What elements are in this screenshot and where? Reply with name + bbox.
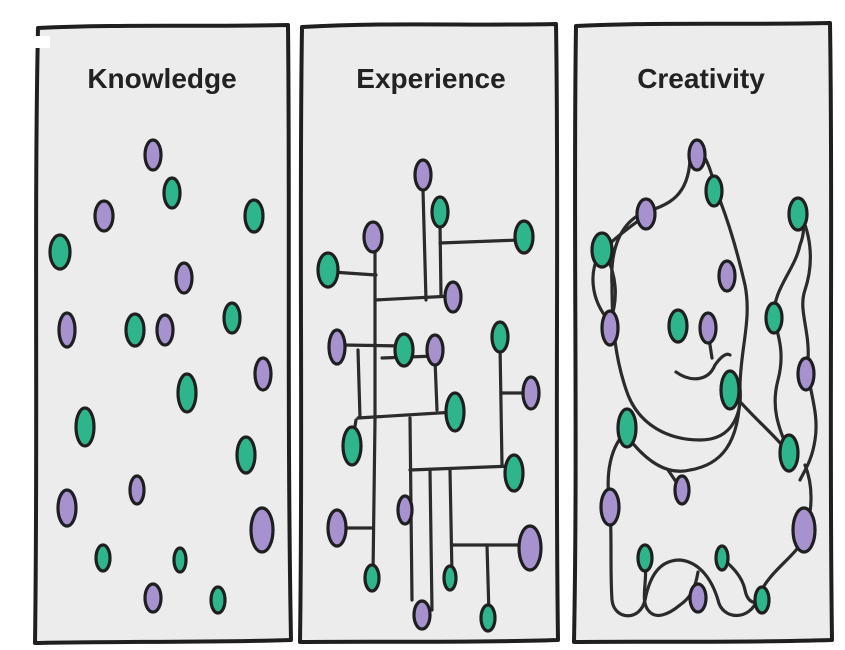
experience-wire [428, 468, 434, 612]
experience-node [442, 564, 458, 592]
knowledge-node [56, 488, 78, 528]
experience-title: Experience [356, 63, 505, 94]
creativity-node [787, 196, 809, 232]
experience-node [513, 219, 535, 255]
experience-wire [448, 468, 454, 577]
creativity-node [616, 407, 638, 449]
knowledge-panel: Knowledge [33, 23, 293, 645]
creativity-panel: Creativity [572, 21, 834, 644]
cat-inner-body [628, 388, 742, 473]
experience-wire [341, 343, 404, 348]
experience-wire [356, 410, 457, 420]
experience-panel-frame [298, 22, 560, 644]
knowledge-node [172, 546, 188, 574]
experience-node [425, 333, 445, 367]
knowledge-node [93, 199, 115, 233]
experience-node [341, 425, 363, 467]
experience-node [443, 280, 463, 314]
creativity-nodes [590, 138, 817, 615]
experience-node [479, 603, 497, 633]
creativity-node [688, 582, 708, 614]
experience-wire [438, 238, 522, 245]
knowledge-node [253, 356, 273, 392]
knowledge-node [94, 543, 112, 573]
knowledge-node [222, 301, 242, 335]
experience-wire [498, 343, 504, 467]
knowledge-node [235, 435, 257, 475]
experience-node [444, 391, 466, 433]
experience-wire [356, 348, 362, 420]
experience-node [412, 599, 432, 631]
knowledge-node [143, 138, 163, 172]
experience-node [430, 195, 450, 229]
creativity-title: Creativity [637, 63, 765, 94]
experience-node [413, 158, 433, 192]
experience-node [517, 524, 543, 572]
creativity-node [600, 309, 620, 347]
experience-node [393, 332, 415, 368]
experience-node [316, 251, 340, 289]
creativity-node [796, 356, 816, 392]
experience-node [363, 563, 381, 593]
creativity-node [704, 174, 724, 208]
knowledge-title: Knowledge [87, 63, 236, 94]
experience-wire [373, 294, 454, 302]
experience-wire [433, 358, 439, 412]
experience-wire [421, 188, 428, 302]
experience-wire [485, 543, 491, 617]
knowledge-node [162, 176, 182, 210]
knowledge-node [128, 474, 146, 506]
experience-nodes [316, 158, 543, 633]
creativity-node [717, 259, 737, 293]
experience-wire [438, 223, 443, 297]
creativity-node [673, 474, 691, 506]
experience-node [521, 375, 541, 411]
creativity-node [698, 311, 718, 345]
knowledge-node [243, 198, 265, 234]
experience-node [327, 328, 347, 366]
experience-wires [330, 188, 530, 617]
knowledge-node [74, 406, 96, 448]
experience-node [326, 508, 348, 548]
experience-node [362, 220, 384, 254]
cat-head-outline [610, 148, 749, 442]
creativity-node [764, 301, 784, 335]
experience-node [490, 320, 510, 354]
knowledge-node [57, 311, 77, 349]
experience-wire [371, 418, 377, 577]
experience-node [396, 494, 414, 526]
creativity-node [635, 197, 657, 231]
creativity-node [687, 138, 707, 172]
experience-panel: Experience [298, 22, 560, 644]
creativity-node [714, 544, 730, 572]
knowledge-node [48, 233, 72, 271]
creativity-node [590, 231, 614, 269]
knowledge-node [124, 312, 146, 348]
corner-mark [30, 36, 50, 48]
experience-wire [408, 464, 514, 472]
experience-node [503, 453, 525, 493]
creativity-node [599, 487, 621, 527]
knowledge-node [209, 585, 227, 615]
creativity-node [778, 433, 800, 473]
knowledge-node [249, 506, 275, 554]
knowledge-node [155, 313, 175, 347]
knowledge-node [174, 261, 194, 295]
knowledge-node [176, 372, 198, 414]
knowledge-node [143, 582, 163, 614]
creativity-node [791, 506, 817, 554]
creativity-node [667, 308, 689, 344]
cat-mouth [674, 352, 732, 381]
creativity-node [636, 543, 654, 573]
creativity-node [753, 585, 771, 615]
creativity-node [719, 369, 741, 411]
knowledge-nodes [48, 138, 275, 615]
